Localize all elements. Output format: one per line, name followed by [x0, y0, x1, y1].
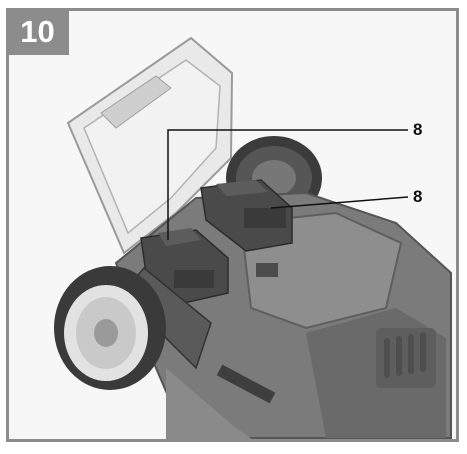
lawn-mower-illustration [54, 36, 452, 442]
callout-label-bottom: 8 [413, 187, 423, 206]
callout-leader-lines [167, 129, 409, 240]
step-number: 10 [20, 13, 55, 49]
callout-label-top: 8 [413, 120, 423, 139]
step-number-badge: 10 [6, 8, 69, 55]
battery-right [200, 179, 293, 252]
open-lid [66, 36, 234, 255]
front-left-wheel [54, 266, 166, 390]
